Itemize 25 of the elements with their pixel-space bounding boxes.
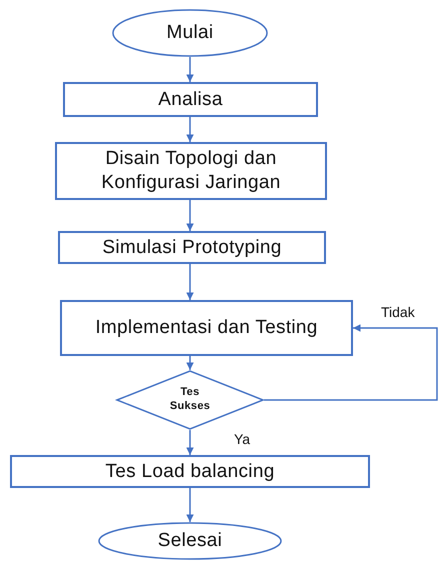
node-label: Simulasi Prototyping (102, 236, 282, 260)
arrow (264, 324, 438, 401)
arrow (186, 200, 194, 231)
arrow (186, 356, 194, 370)
terminal-ellipse (112, 9, 268, 57)
node-label: Tes Load balancing (105, 460, 275, 484)
terminal-ellipse (98, 522, 282, 560)
arrow (186, 264, 194, 300)
process-box (60, 300, 353, 356)
node-label: Implementasi dan Testing (95, 316, 318, 340)
arrow (186, 488, 194, 522)
process-box (10, 455, 370, 488)
arrow (186, 430, 194, 455)
node-label: Tes Sukses (168, 386, 212, 414)
node-label: Selesai (158, 529, 222, 553)
process-box (58, 231, 326, 264)
decision-diamond (116, 370, 264, 430)
process-box (55, 142, 327, 200)
node-label: Mulai (166, 21, 214, 45)
arrow (186, 57, 194, 82)
edge-label: Tidak (379, 304, 417, 320)
node-label: Disain Topologi dan Konfigurasi Jaringan (100, 147, 282, 195)
node-label: Analisa (158, 88, 223, 112)
arrow (186, 117, 194, 142)
process-box (63, 82, 318, 117)
